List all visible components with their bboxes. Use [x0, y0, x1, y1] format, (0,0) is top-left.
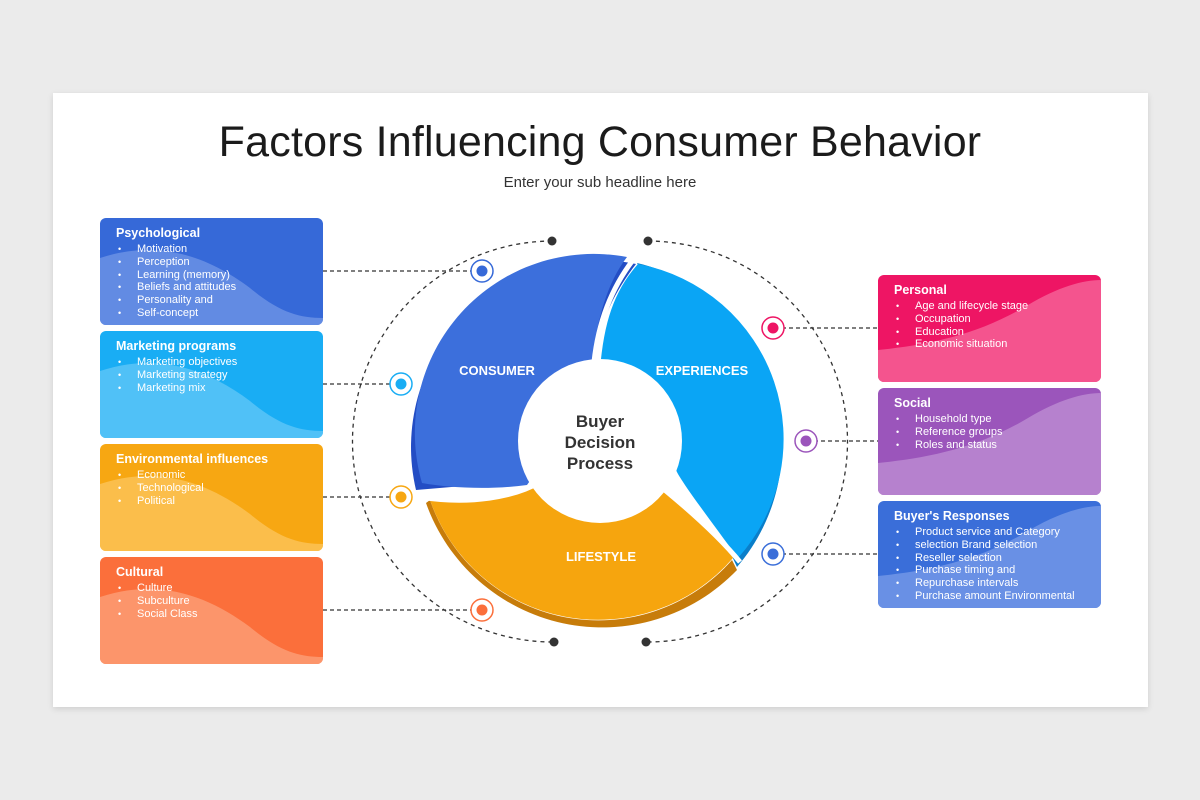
orbit-endpoint-dot — [549, 637, 559, 647]
center-circle — [518, 359, 682, 523]
card-title: Buyer's Responses — [894, 509, 1010, 523]
outer-orbit — [351, 240, 849, 643]
consumer-label: CONSUMER — [459, 363, 535, 378]
list-item: Perception — [118, 256, 323, 269]
list-item: Economic — [118, 469, 323, 482]
orbit-node-psychological — [470, 259, 494, 283]
list-item: Roles and status — [896, 439, 1101, 452]
card-environmental-influences: Environmental influences Economic Techno… — [100, 444, 323, 551]
list-item: Motivation — [118, 243, 323, 256]
list-item: Product service and Category — [896, 526, 1101, 539]
card-item-list: Economic Technological Political — [100, 469, 323, 507]
orbit-endpoint-dot — [547, 236, 557, 246]
card-item-list: Product service and Category selection B… — [878, 526, 1101, 603]
card-cultural: Cultural Culture Subculture Social Class — [100, 557, 323, 664]
orbit-node-responses — [761, 542, 785, 566]
experiences-label: EXPERIENCES — [656, 363, 749, 378]
lifestyle-label: LIFESTYLE — [566, 549, 636, 564]
card-item-list: Culture Subculture Social Class — [100, 582, 323, 620]
list-item: Beliefs and attitudes — [118, 281, 323, 294]
orbit-node-environmental — [389, 485, 413, 509]
orbit-endpoint-dot — [641, 637, 651, 647]
list-item: Repurchase intervals — [896, 577, 1101, 590]
card-social: Social Household type Reference groups R… — [878, 388, 1101, 495]
list-item: Age and lifecycle stage — [896, 300, 1101, 313]
list-item: Marketing objectives — [118, 356, 323, 369]
list-item: Personality and — [118, 294, 323, 307]
card-title: Social — [894, 396, 931, 410]
list-item: Purchase amount Environmental — [896, 590, 1101, 603]
list-item: Purchase timing and — [896, 564, 1101, 577]
list-item: Education — [896, 326, 1101, 339]
list-item: Economic situation — [896, 338, 1101, 351]
card-item-list: Marketing objectives Marketing strategy … — [100, 356, 323, 394]
card-item-list: Household type Reference groups Roles an… — [878, 413, 1101, 451]
orbit-endpoint-dot — [643, 236, 653, 246]
list-item: Household type — [896, 413, 1101, 426]
list-item: Social Class — [118, 608, 323, 621]
orbit-node-cultural — [470, 598, 494, 622]
card-title: Marketing programs — [116, 339, 237, 353]
lifestyle-segment — [426, 480, 737, 628]
list-item: Marketing strategy — [118, 369, 323, 382]
orbit-node-personal — [761, 316, 785, 340]
list-item: Self-concept — [118, 307, 323, 320]
center-label-line1: Buyer — [576, 412, 625, 431]
card-personal: Personal Age and lifecycle stage Occupat… — [878, 275, 1101, 382]
orbit-node-social — [794, 429, 818, 453]
center-label-line3: Process — [567, 454, 633, 473]
list-item: Subculture — [118, 595, 323, 608]
card-buyers-responses: Buyer's Responses Product service and Ca… — [878, 501, 1101, 608]
card-title: Cultural — [116, 565, 164, 579]
card-title: Environmental influences — [116, 452, 269, 466]
list-item: Technological — [118, 482, 323, 495]
card-psychological: Psychological Motivation Perception Lear… — [100, 218, 323, 325]
card-item-list: Motivation Perception Learning (memory) … — [100, 243, 323, 320]
list-item: Learning (memory) — [118, 269, 323, 282]
page-subtitle: Enter your sub headline here — [503, 174, 697, 191]
page-title: Factors Influencing Consumer Behavior — [218, 118, 982, 166]
card-marketing-programs: Marketing programs Marketing objectives … — [100, 331, 323, 438]
list-item: Culture — [118, 582, 323, 595]
card-title: Psychological — [116, 226, 201, 240]
center-label-line2: Decision — [565, 433, 636, 452]
list-item: Marketing mix — [118, 382, 323, 395]
card-title: Personal — [894, 283, 947, 297]
list-item: Reseller selection — [896, 552, 1101, 565]
list-item: Political — [118, 495, 323, 508]
card-item-list: Age and lifecycle stage Occupation Educa… — [878, 300, 1101, 351]
experiences-segment — [600, 263, 784, 567]
list-item: Occupation — [896, 313, 1101, 326]
connector-lines — [323, 270, 879, 611]
consumer-segment — [411, 253, 636, 490]
list-item: Reference groups — [896, 426, 1101, 439]
orbit-node-marketing — [389, 372, 413, 396]
list-item: selection Brand selection — [896, 539, 1101, 552]
